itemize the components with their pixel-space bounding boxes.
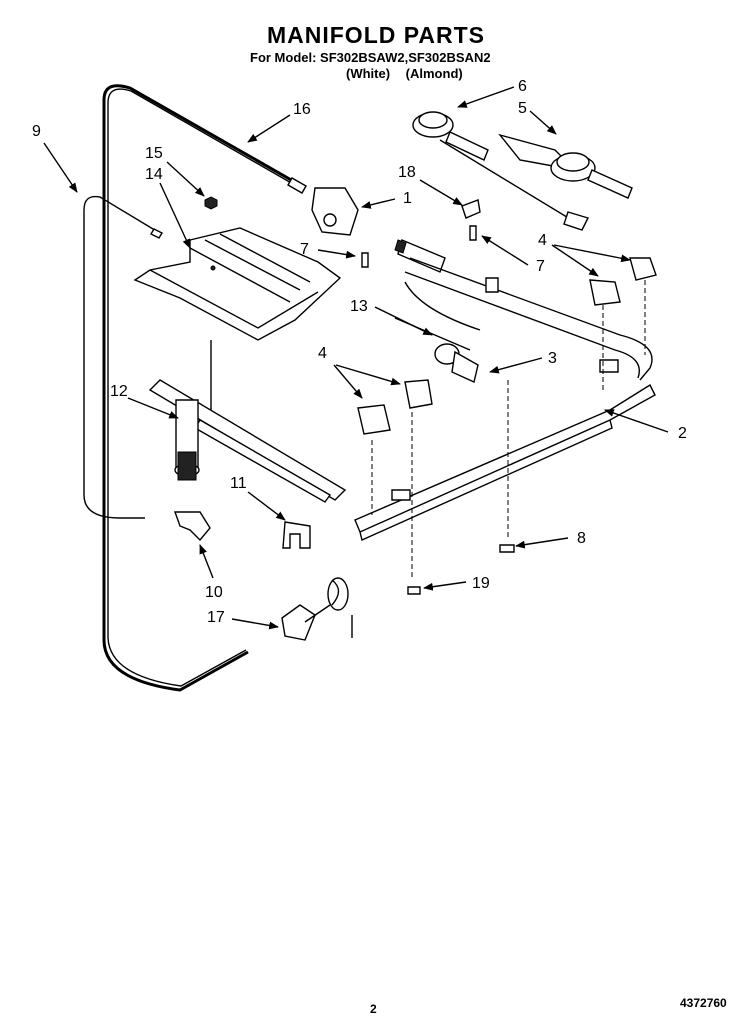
safety-valve-part	[434, 343, 479, 383]
callout-11: 11	[230, 475, 247, 492]
color-white: (White)	[346, 66, 391, 81]
callout-8: 8	[577, 530, 586, 547]
top-burner-front-part	[498, 133, 633, 199]
screw-left-part	[361, 252, 369, 268]
screw-8-part	[499, 544, 515, 553]
nut-part	[204, 196, 218, 210]
color-variants: (White) (Almond)	[346, 66, 475, 81]
callout-6: 6	[518, 78, 527, 95]
callout-12: 12	[110, 383, 128, 400]
screw-19-part	[407, 586, 421, 595]
clip-part	[174, 511, 211, 542]
callout-2: 2	[678, 425, 687, 442]
model-line: For Model: SF302BSAW2,SF302BSAN2	[250, 50, 491, 65]
callout-13: 13	[350, 298, 368, 315]
thermostat-tube-part	[83, 195, 163, 519]
wire-harness-part	[404, 281, 481, 331]
gas-tube-part	[102, 84, 307, 692]
bracket-18-part	[461, 199, 481, 219]
callout-16: 16	[293, 101, 311, 118]
callout-arrows	[43, 86, 669, 630]
callout-18: 18	[398, 164, 416, 181]
callout-9: 9	[32, 123, 41, 140]
color-almond: (Almond)	[405, 66, 463, 81]
callout-19: 19	[472, 575, 490, 592]
callout-10: 10	[205, 584, 223, 601]
oven-burner-part	[148, 340, 347, 503]
top-burner-rear-part	[412, 111, 589, 231]
igniter-part	[281, 577, 353, 641]
callout-5: 5	[518, 100, 527, 117]
burner-shield-part	[133, 227, 342, 341]
callout-15: 15	[145, 145, 163, 162]
page-title: MANIFOLD PARTS	[266, 22, 485, 48]
callout-7-right: 7	[536, 258, 545, 275]
valve-part	[311, 187, 446, 273]
callout-3: 3	[548, 350, 557, 367]
callout-14: 14	[145, 166, 163, 183]
callout-4-top: 4	[538, 232, 547, 249]
bracket-part	[282, 521, 311, 549]
page-number: 2	[370, 1002, 377, 1016]
screw-right-part	[469, 225, 477, 241]
callout-4-bottom: 4	[318, 345, 327, 362]
callout-17: 17	[207, 609, 225, 626]
burner-valves-part	[357, 257, 657, 435]
callout-1: 1	[403, 190, 412, 207]
callout-7-left: 7	[300, 241, 309, 258]
document-number: 4372760	[680, 996, 727, 1010]
